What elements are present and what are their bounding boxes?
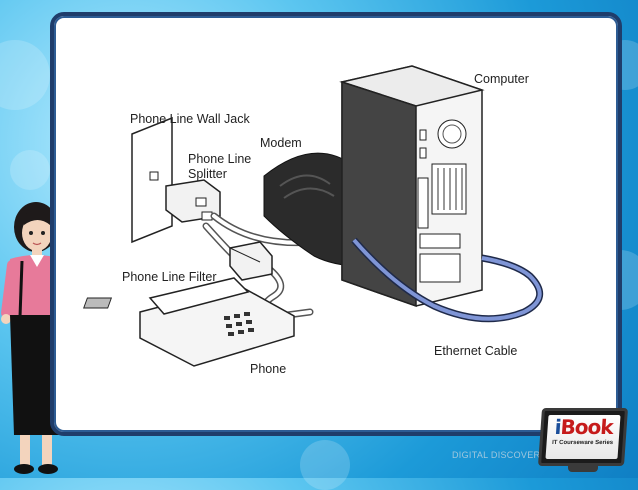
logo-stand <box>568 464 598 472</box>
label-splitter: Phone Line Splitter <box>188 152 252 181</box>
background-bokeh <box>10 150 50 190</box>
splitter-icon <box>165 179 221 223</box>
phone-icon <box>83 277 295 367</box>
ibook-logo: iBook IT Courseware Series <box>537 408 629 466</box>
diagram-panel: Computer Phone Line Wall Jack Modem Phon… <box>50 12 622 436</box>
computer-tower-icon <box>339 65 485 308</box>
logo-book: Book <box>559 415 614 439</box>
wall-jack-icon <box>131 116 173 244</box>
logo-subtitle: IT Courseware Series <box>551 440 614 446</box>
label-filter: Phone Line Filter <box>122 270 217 284</box>
network-diagram <box>83 65 543 367</box>
label-computer: Computer <box>474 72 529 86</box>
background-bokeh <box>0 40 50 110</box>
footer-text: DIGITAL DISCOVERY <box>452 450 547 460</box>
label-wall-jack: Phone Line Wall Jack <box>130 112 250 126</box>
label-modem: Modem <box>260 136 302 150</box>
filter-icon <box>229 241 273 281</box>
label-phone: Phone <box>250 362 287 376</box>
label-ethernet: Ethernet Cable <box>434 344 518 358</box>
background-bokeh <box>300 440 350 490</box>
